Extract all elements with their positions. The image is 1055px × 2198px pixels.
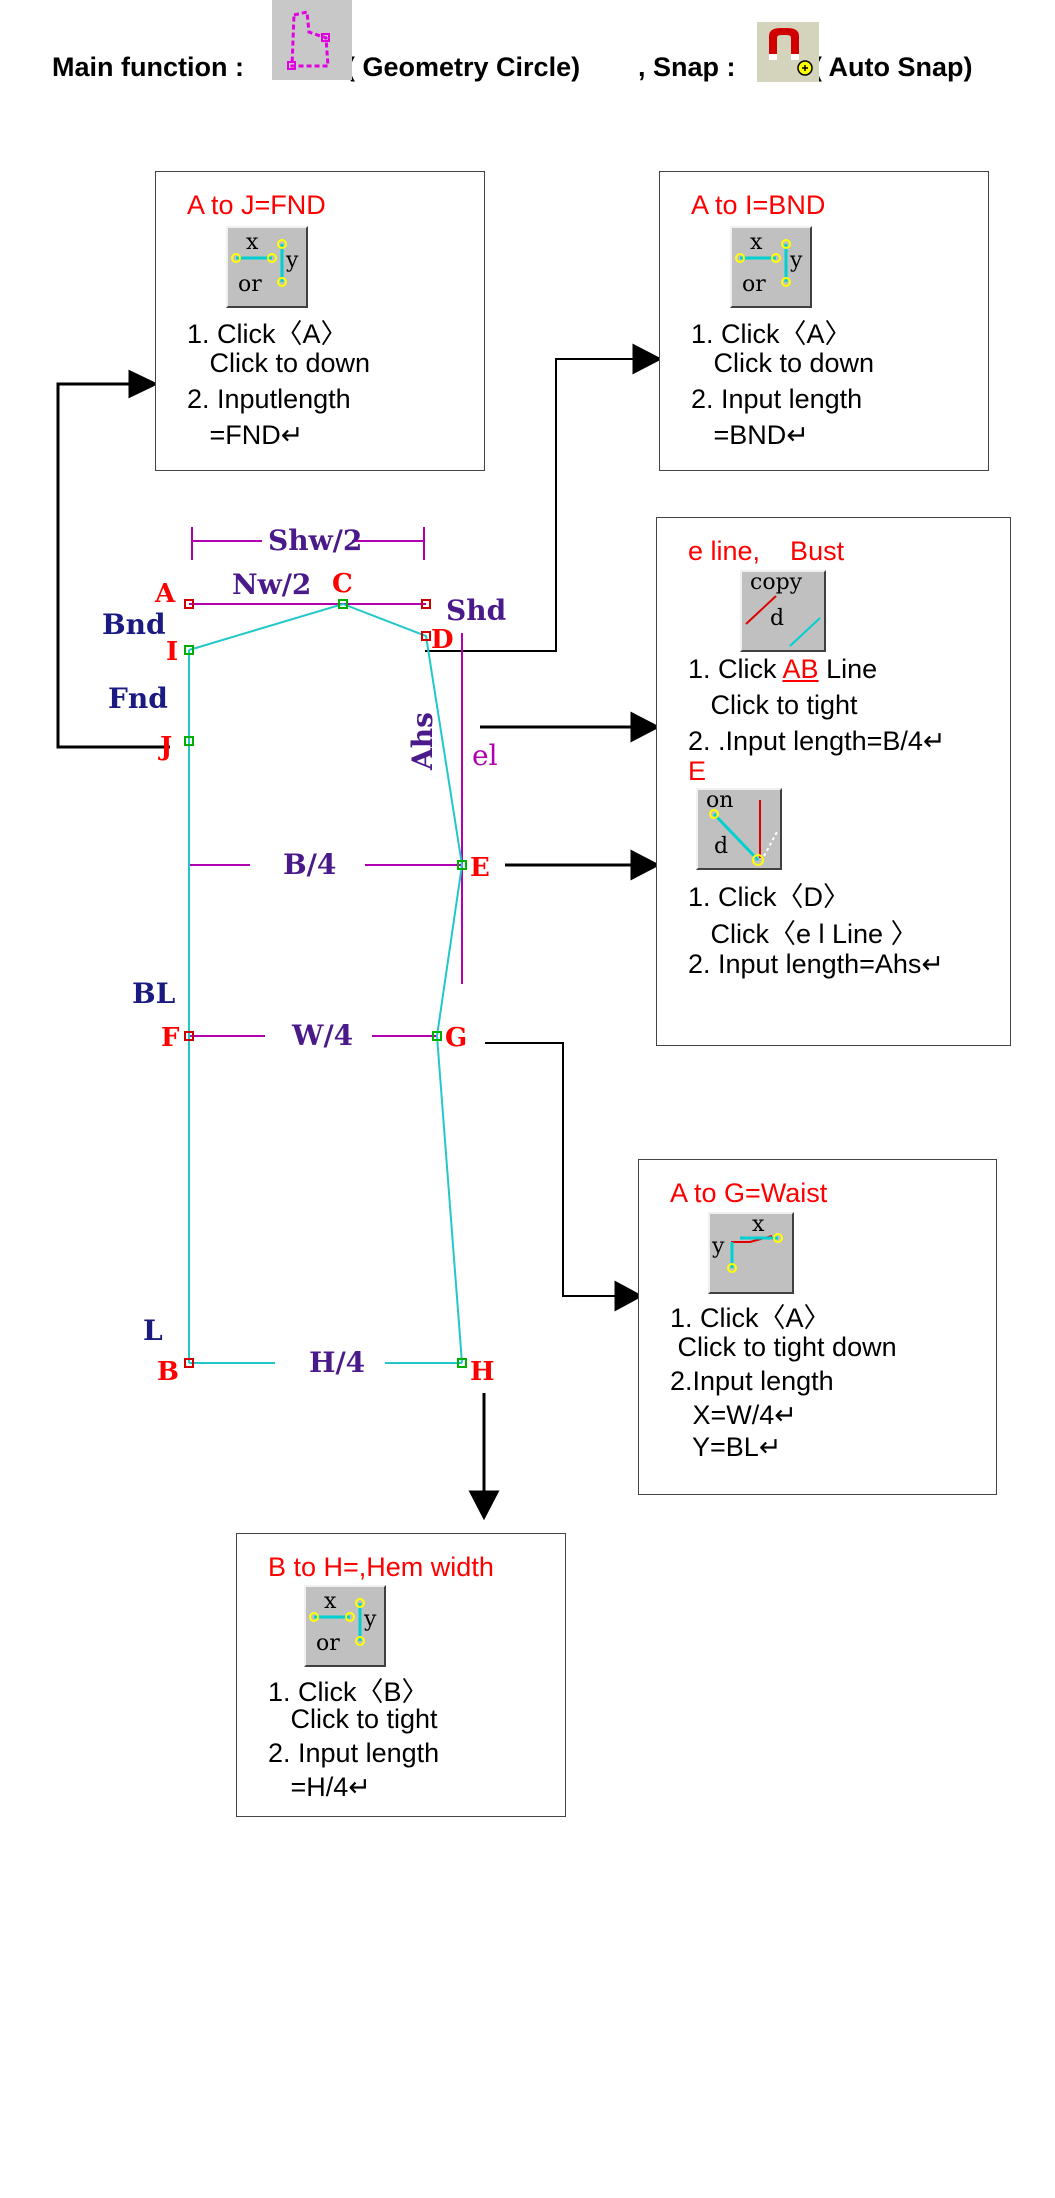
shw2-label: Shw/2 [268,524,362,557]
point-i-label: I [166,637,178,667]
point-b-label: B [157,1357,179,1387]
box-hem-line-1: 1. Click〈B〉 [268,1677,429,1707]
box-waist-line-4: X=W/4↵ [670,1400,797,1430]
box-waist-line-2: Click to tight down [670,1332,897,1362]
point-h-label: H [470,1357,495,1387]
box-waist-line-5: Y=BL↵ [670,1432,782,1462]
ahs-label: Ahs [406,712,439,771]
b4-label: B/4 [283,848,336,881]
box-hem: B to H=,Hem width x y or 1. Click〈B〉 Cli… [236,1533,566,1817]
box-hem-title: B to H=,Hem width [268,1552,494,1582]
l-label: L [143,1314,163,1347]
shw2-dimension [191,527,425,560]
point-c-label: C [332,569,353,599]
box-eline-title: e line, Bust [688,536,845,566]
box-fnd-line-1: 1. Click〈A〉 [187,319,348,349]
geometry-circle-label: ( Geometry Circle) [346,52,581,82]
box-e-line-3: 2. Input length=Ahs↵ [688,949,945,979]
xy-offset-tool-icon[interactable]: x y [708,1212,794,1294]
arrow-j-to-fnd-box [56,382,170,749]
snap-label: , Snap : [638,52,736,82]
coord-xy-tool-icon[interactable]: x y or [730,226,812,308]
point-markers [184,599,467,1368]
geometry-circle-icon[interactable] [272,0,352,80]
connector-arrows [56,343,663,1521]
bnd-label: Bnd [102,608,166,641]
box-hem-line-4: =H/4↵ [268,1772,371,1802]
box-hem-line-3: 2. Input length [268,1738,440,1768]
point-a-label: A [154,579,176,609]
box-fnd-line-2: Click to down [187,348,371,378]
point-g-label: G [445,1023,467,1053]
h4-label: H/4 [309,1346,365,1379]
box-e-line-2: Click〈e l Line 〉 [688,919,918,949]
coord-xy-tool-icon[interactable]: x y or [304,1585,386,1667]
coord-xy-tool-icon[interactable]: x y or [226,226,308,308]
box-bnd-title: A to I=BND [691,190,826,220]
box-eline-line-3: 2. .Input length=B/4↵ [688,726,946,756]
front-outline [188,602,464,1364]
box-eline-step1: 1. Click AB Line [688,654,878,684]
box-bnd-line-4: =BND↵ [691,420,809,450]
auto-snap-label: ( Auto Snap) [813,52,973,82]
on-line-tool-icon[interactable]: on d [696,788,782,870]
point-d-label: D [431,625,454,655]
copy-line-tool-icon[interactable]: copy d [740,570,826,652]
box-e-line-1: 1. Click〈D〉 [688,882,851,912]
box-waist: A to G=Waist x y 1. Click〈A〉 Click to ti… [638,1159,997,1495]
point-f-label: F [161,1023,180,1053]
box-waist-line-1: 1. Click〈A〉 [670,1303,831,1333]
box-fnd-title: A to J=FND [187,190,326,220]
box-hem-line-2: Click to tight [268,1704,438,1734]
arrow-g-to-waist-box [485,1042,620,1297]
point-e-label: E [470,853,490,883]
shd-label: Shd [446,594,506,627]
bl-label: BL [132,977,176,1010]
point-j-label: J [158,732,172,762]
box-waist-line-3: 2.Input length [670,1366,834,1396]
box-waist-title: A to G=Waist [670,1178,828,1208]
box-bnd-line-3: 2. Input length [691,384,863,414]
el-label: el [472,739,498,772]
box-e-title: E [688,756,707,786]
ab-line-link: AB [782,654,819,684]
box-fnd: A to J=FND x y or 1. Click〈A〉 Click to d… [155,171,485,471]
box-bnd-line-2: Click to down [691,348,875,378]
box-eline: e line, Bust copy d 1. Click AB Line Cli… [656,517,1011,1046]
magnet-snap-icon[interactable] [757,22,819,82]
nw2-label: Nw/2 [232,568,311,601]
box-fnd-line-4: =FND↵ [187,420,304,450]
box-bnd-line-1: 1. Click〈A〉 [691,319,852,349]
arrow-d-to-bnd-box [425,358,640,652]
box-fnd-line-3: 2. Inputlength [187,384,351,414]
main-function-label: Main function : [52,52,244,82]
box-eline-line-2: Click to tight [688,690,858,720]
box-bnd: A to I=BND x y or 1. Click〈A〉 Click to d… [659,171,989,471]
w4-label: W/4 [291,1019,353,1052]
fnd-label: Fnd [108,682,168,715]
